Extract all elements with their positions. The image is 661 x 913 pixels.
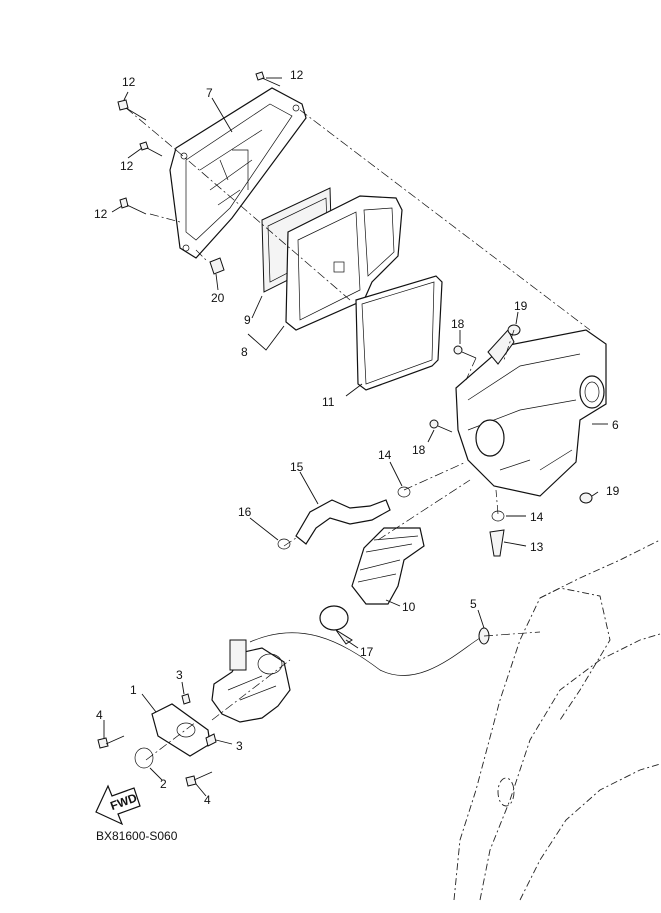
bolt-4-left [97, 735, 125, 749]
callout-16: 16 [238, 505, 252, 519]
clip-16 [277, 538, 291, 550]
screw-12-left-mid [139, 141, 163, 157]
frame-outline [453, 539, 661, 901]
callout-9: 9 [244, 313, 251, 327]
grommet-19-lower [579, 492, 593, 504]
fwd-arrow-icon: FWD [95, 784, 141, 826]
callout-1: 1 [130, 683, 137, 697]
callout-12: 12 [290, 68, 304, 82]
o-ring-2 [134, 747, 154, 769]
callout-4: 4 [96, 708, 103, 722]
bolt-18-upper [453, 345, 477, 359]
carburetor-joint-1 [151, 703, 211, 757]
callout-7: 7 [206, 86, 213, 100]
callout-20: 20 [211, 291, 225, 305]
callout-2: 2 [160, 777, 167, 791]
callout-12: 12 [120, 159, 134, 173]
bolt-18-lower [429, 419, 453, 433]
callout-6: 6 [612, 418, 619, 432]
callout-5: 5 [470, 597, 477, 611]
carburetor [211, 632, 481, 723]
callout-12: 12 [122, 75, 136, 89]
callout-3: 3 [176, 668, 183, 682]
air-cleaner-case [455, 329, 607, 497]
callout-labels: 12 12 12 12 7 20 9 8 19 18 11 6 18 14 15… [94, 68, 620, 807]
screw-12-top [255, 71, 281, 87]
callout-15: 15 [290, 460, 304, 474]
bolt-3-lower [205, 733, 217, 747]
breather-hose-15 [295, 499, 391, 545]
clamp-14-upper [397, 486, 411, 498]
bolt-4-right [185, 771, 213, 787]
callout-4: 4 [204, 793, 211, 807]
callout-18: 18 [412, 443, 426, 457]
callout-19: 19 [606, 484, 620, 498]
callout-8: 8 [241, 345, 248, 359]
callout-19: 19 [514, 299, 528, 313]
clip-20 [209, 257, 225, 275]
alignment-lines [125, 107, 591, 761]
callout-11: 11 [322, 395, 335, 409]
callout-14: 14 [530, 510, 544, 524]
air-cleaner-cover [169, 87, 307, 259]
callout-14: 14 [378, 448, 392, 462]
callout-18: 18 [451, 317, 465, 331]
intake-joint-10 [351, 527, 425, 605]
drain-plug-13 [489, 529, 505, 557]
callout-3: 3 [236, 739, 243, 753]
diagram-code: BX81600-S060 [96, 829, 178, 843]
screw-12-left-top [117, 99, 147, 121]
air-filter-frame [285, 195, 403, 331]
callout-17: 17 [360, 645, 374, 659]
gasket-11 [355, 275, 443, 391]
callout-13: 13 [530, 540, 544, 554]
callout-10: 10 [402, 600, 416, 614]
callout-12: 12 [94, 207, 108, 221]
bolt-3-upper [181, 693, 191, 705]
leader-lines [103, 77, 608, 797]
screw-12-left-low [119, 197, 147, 215]
